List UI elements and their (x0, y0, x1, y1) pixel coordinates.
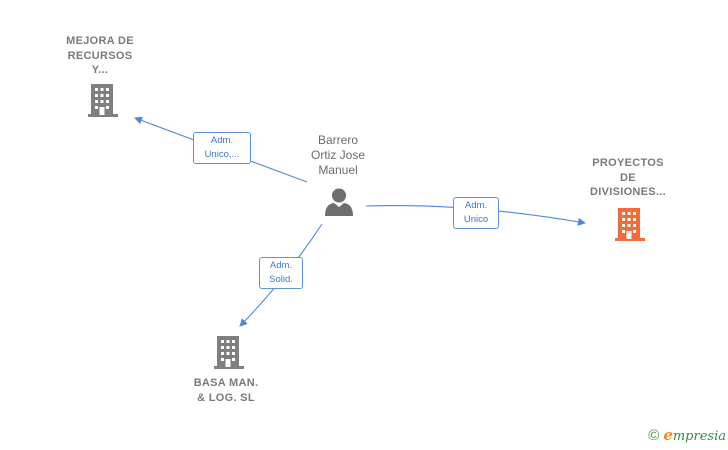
edge-label-role: Adm. Solid. (259, 257, 303, 289)
brand-logo: empresia (663, 426, 726, 444)
label-line: MEJORA DE (66, 35, 134, 47)
label-line: PROYECTOS (592, 157, 664, 169)
label-line: BASA MAN. (193, 377, 259, 389)
person-node-label[interactable]: Barrero Ortiz Jose Manuel (288, 133, 388, 178)
company-node-label[interactable]: BASA MAN. & LOG. SL (176, 376, 276, 405)
label-line: RECURSOS (67, 49, 133, 62)
role-line: Adm. (210, 135, 234, 146)
role-line: Adm. (464, 200, 488, 211)
label-line: & LOG. SL (197, 391, 255, 404)
label-line: Y... (91, 64, 109, 76)
role-line: Adm. (269, 260, 293, 271)
building-icon-highlighted[interactable] (615, 208, 645, 241)
brand-footer: © empresia (648, 426, 726, 444)
role-line: Unico,... (204, 149, 240, 160)
role-line: Unico (463, 214, 489, 225)
label-line: DIVISIONES... (589, 186, 667, 198)
label-line: Manuel (318, 163, 358, 177)
edge-label-role: Adm. Unico,... (193, 132, 251, 164)
label-line: DE (620, 171, 636, 184)
building-icon[interactable] (214, 336, 244, 369)
edge-label-role: Adm. Unico (453, 197, 499, 229)
company-node-label[interactable]: MEJORA DE RECURSOS Y... (50, 34, 150, 78)
label-line: Ortiz Jose (310, 148, 365, 162)
copyright-icon: © (648, 426, 660, 444)
company-node-label-highlighted[interactable]: PROYECTOS DE DIVISIONES... (570, 156, 686, 200)
person-icon[interactable] (325, 188, 353, 217)
role-line: Solid. (269, 274, 293, 285)
building-icon[interactable] (88, 84, 118, 117)
label-line: Barrero (317, 133, 358, 147)
